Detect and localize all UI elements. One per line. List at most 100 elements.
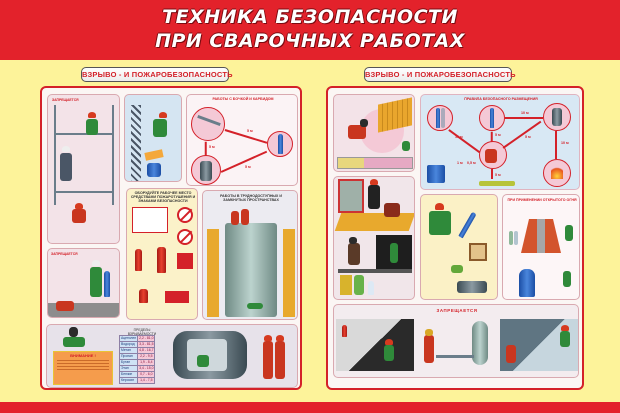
fire-extinguisher-icon (139, 289, 148, 303)
bottom-banner (0, 402, 620, 413)
scaffold-pole (54, 105, 56, 205)
distance-line (491, 169, 493, 179)
sparks (144, 149, 164, 161)
right-panel: ПРАВИЛА БЕЗОПАСНОГО РАЗМЕЩЕНИЯ 10 м 5 м … (326, 86, 584, 390)
paint-cans (340, 275, 352, 295)
welding-transformer (427, 165, 445, 183)
explosion-range: 3,3 - 81,5 (137, 341, 156, 348)
wooden-wall (378, 97, 412, 133)
heated-surface (521, 219, 561, 253)
distance-label: 5 м (495, 173, 501, 177)
worker-figure (231, 211, 239, 225)
helmet-icon (435, 203, 444, 210)
cylinder-handling-illustration (420, 194, 498, 300)
forbidden-panel: ЗАПРЕЩАЕТСЯ (333, 304, 579, 378)
explosion-range: 4,8 - 16,7 (137, 347, 156, 354)
helmet-icon (264, 335, 272, 341)
distance-line (505, 117, 543, 119)
oil-container (457, 281, 487, 293)
helmet-icon (370, 179, 378, 185)
gas-pipeline (479, 181, 515, 186)
manhole-caption-title: ЗАПРЕЩАЕТСЯ (51, 252, 78, 256)
paint-cans (354, 275, 364, 295)
distance-label: 5 м (247, 129, 253, 133)
welder-figure (63, 337, 85, 347)
cylinder-circle (427, 105, 453, 131)
no-smoking-sign-icon (177, 229, 193, 245)
distance-label: 0,5 м (467, 161, 476, 165)
wall (283, 229, 295, 317)
helmet-icon (75, 203, 83, 209)
open-fire-illustration: ПРИ ПРИМЕНЕНИИ ОТКРЫТОГО ОГНЯ (502, 194, 580, 300)
worker-figure (72, 209, 86, 223)
tank-heading: РАБОТЫ В ТРУДНОДОСТУПНЫХ И ЗАМКНУТЫХ ПРО… (220, 194, 282, 202)
gas-table-heading: ПРЕДЕЛЫ ВЗРЫВАЕМОСТИ (127, 328, 157, 336)
worker-figure (56, 301, 74, 311)
helmet-icon (62, 146, 70, 152)
scaffold-beam (54, 133, 114, 135)
window-welding-illustration (333, 176, 415, 300)
gas-cylinder (104, 271, 110, 297)
gas-cylinder (490, 108, 494, 128)
helmet-icon (159, 112, 167, 118)
pipe (436, 355, 474, 358)
gas-burner-icon (563, 271, 571, 287)
welder-figure (348, 125, 366, 139)
worker-figure (90, 267, 102, 297)
explosion-range: 2,2 - 81,0 (137, 335, 156, 342)
open-fire-icon (551, 165, 563, 179)
left-section-label: ВЗРЫВО - И ПОЖАРОБЕЗОПАСНОСТЬ (81, 67, 233, 82)
fire-equipment-panel: ОБОРУДУЙТЕ РАБОЧЕЕ МЕСТО СРЕДСТВАМИ ПОЖА… (126, 188, 198, 320)
stairs-scene (336, 319, 414, 371)
forbidden-title: ЗАПРЕЩАЕТСЯ (436, 308, 478, 313)
distance-line (491, 131, 493, 142)
worker-figure (86, 119, 98, 135)
tank (225, 223, 277, 317)
scaffold-beam (54, 191, 114, 193)
scaffold-pole (112, 105, 114, 205)
welding-mask-icon (360, 119, 368, 127)
helmet-icon (88, 112, 96, 118)
explosion-range: 2,2 - 9,5 (137, 353, 156, 360)
worker-figure (429, 211, 451, 235)
gas-name: Ацетилен (118, 335, 139, 342)
layout-heading: ПРАВИЛА БЕЗОПАСНОГО РАЗМЕЩЕНИЯ (464, 97, 538, 101)
distance-table (337, 157, 413, 169)
welding-mask-icon (425, 329, 433, 336)
warning-box: ВНИМАНИЕ ! (53, 351, 113, 385)
distance-label: 5 м (525, 135, 531, 139)
gas-cylinder (441, 108, 445, 128)
fire-board (132, 207, 168, 233)
fire-extinguisher-icon (157, 247, 166, 273)
welder-figure (485, 149, 497, 163)
fire-extinguisher-icon (342, 325, 347, 337)
explosion-range: 1,9 - 8,4 (137, 359, 156, 366)
worker-figure (153, 119, 167, 137)
acetylene-generator (552, 108, 562, 126)
welder-figure (506, 345, 516, 363)
right-section-label: ВЗРЫВО - И ПОЖАРОБЕЗОПАСНОСТЬ (364, 67, 516, 82)
welding-mask-icon (349, 237, 357, 244)
distance-label: 10 м (455, 135, 463, 139)
worker-figure (247, 303, 263, 309)
helmet-icon (561, 325, 569, 331)
worker-portrait (469, 243, 487, 261)
left-panel: ЗАПРЕЩАЕТСЯ ЗАПРЕЩАЕТСЯ РАБОТЫ С БОЧКОЙ … (40, 86, 302, 390)
gas-explosion-panel: ВНИМАНИЕ ! ПРЕДЕЛЫ ВЗРЫВАЕМОСТИ Ацетилен… (46, 324, 298, 388)
scaffold-caption-title: ЗАПРЕЩАЕТСЯ (52, 98, 79, 102)
tower-illustration (124, 94, 182, 182)
no-fire-sign-icon (177, 207, 193, 223)
welder-figure (348, 243, 360, 265)
tower-mast (131, 105, 141, 181)
warning-title: ВНИМАНИЕ ! (70, 353, 96, 358)
pressure-vessel (472, 321, 488, 365)
worker-figure (384, 203, 400, 217)
gas-cylinder (458, 211, 477, 239)
extinguisher-sign-icon (177, 253, 193, 269)
carbide-heading: РАБОТЫ С БОЧКОЙ И КАРБИДОМ (212, 97, 274, 101)
scaffold-illustration: ЗАПРЕЩАЕТСЯ (47, 94, 120, 244)
fire-circle (543, 159, 571, 187)
window-frame (338, 179, 364, 213)
